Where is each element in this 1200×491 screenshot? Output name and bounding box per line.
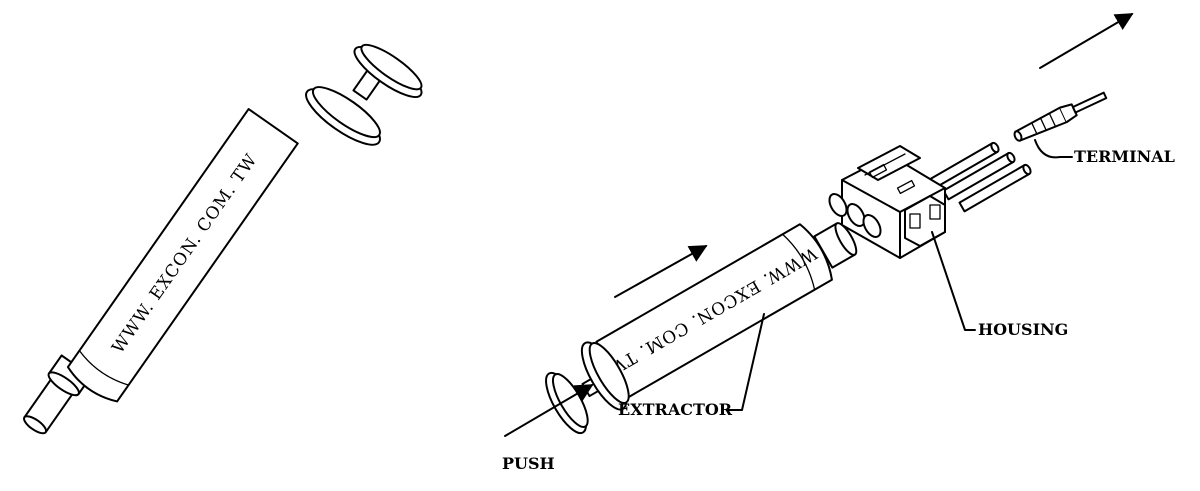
housing-label: HOUSING	[978, 320, 1068, 339]
direction-arrow-top	[1039, 13, 1134, 69]
housing-leader-line	[931, 231, 976, 331]
extractor-label: EXTRACTOR	[618, 400, 733, 419]
terminal-label: TERMINAL	[1074, 147, 1175, 166]
left-extractor-tool: WWW. EXCON. COM. TW	[23, 43, 423, 435]
push-arrow	[504, 384, 594, 437]
right-barrel-text: WWW. EXCON. COM. TW	[603, 243, 820, 380]
terminal-leader-line	[1034, 139, 1073, 159]
housing-connector	[828, 141, 1032, 259]
direction-arrow-middle	[614, 245, 708, 298]
left-barrel-text: WWW. EXCON. COM. TW	[108, 150, 261, 357]
terminal-pin	[1013, 91, 1108, 142]
push-label: PUSH	[502, 454, 555, 473]
extractor-leader-line	[727, 313, 765, 411]
